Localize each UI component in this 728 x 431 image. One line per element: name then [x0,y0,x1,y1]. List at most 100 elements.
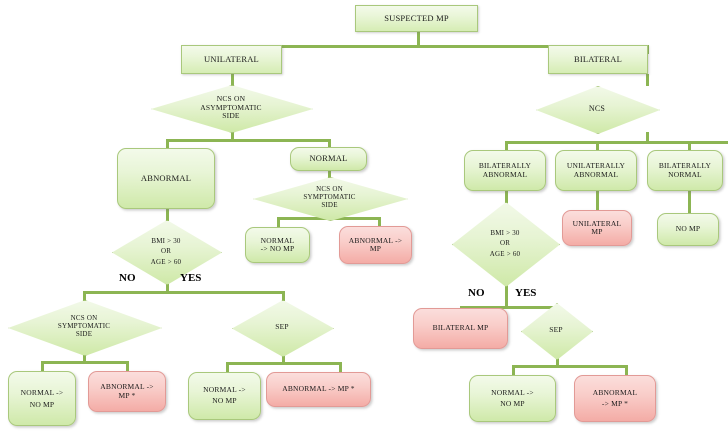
edge-sep-right-split [512,365,628,368]
node-unilaterally-abnormal[interactable]: UNILATERALLY ABNORMAL [555,150,637,191]
line-2: MP * [118,390,136,400]
node-ncs-symptomatic-side-top[interactable]: NCS ON SYMPTOMATIC SIDE [253,177,408,221]
line-2: SYMPTOMATIC [303,193,356,202]
edge-unilateral-ncs [231,74,234,86]
node-bmi-age-right[interactable]: BMI > 30 OR AGE > 60 [452,202,560,287]
node-ncs-right[interactable]: NCS [536,86,660,134]
edge-to-abnormal-mp-bm [339,362,342,372]
line-2: NORMAL [668,169,702,179]
node-abnormal-left[interactable]: ABNORMAL [117,148,215,209]
node-label-block: NCS ON SYMPTOMATIC SIDE [300,185,358,209]
node-label: SUSPECTED MP [384,12,449,23]
edge-abnormal-bmi [166,209,169,221]
node-label-block: ABNORMAL -> MP * [590,388,641,410]
line-1: UNILATERALLY [566,161,626,171]
edge-bmi-left-down [166,283,169,292]
node-label: BILATERAL [573,53,623,64]
node-label: ABNORMAL -> MP * [282,384,355,394]
line-1: ABNORMAL -> [348,235,403,245]
node-ncs-asymptomatic-side[interactable]: NCS ON ASYMPTOMATIC SIDE [151,85,313,133]
line-2: NO MP [29,399,55,409]
node-bilaterally-normal[interactable]: BILATERALLY NORMAL [647,150,723,191]
edge-bmi-left-split [83,291,284,294]
branch-label-no-left: NO [119,272,136,284]
node-abnormal-mp-top[interactable]: ABNORMAL -> MP [339,226,412,264]
node-normal-no-mp-bottom-left[interactable]: NORMAL -> NO MP [8,371,76,426]
edge-sep-left-down [282,355,285,363]
edge-bmi-yes-left [282,291,285,301]
edge-to-abnormal-mp-top [378,217,381,226]
edge-bmi-right-split [460,306,559,309]
node-sep-right[interactable]: SEP [521,303,593,360]
node-unilateral[interactable]: UNILATERAL [181,45,282,74]
line-1: NCS ON [216,94,246,104]
line-2: SYMPTOMATIC [57,322,111,331]
node-bilateral-mp[interactable]: BILATERAL MP [413,308,508,349]
node-label: BILATERAL MP [432,323,489,333]
line-2: -> NO MP [260,244,295,253]
branch-label-yes-left: YES [180,272,202,284]
edge-to-abnormal-mp-br [625,365,628,375]
node-normal-no-mp-top[interactable]: NORMAL -> NO MP [245,227,310,263]
edge-ncsasym-split [166,139,331,142]
node-normal-no-mp-bottom-right[interactable]: NORMAL -> NO MP [469,375,556,422]
line-1: ABNORMAL [592,387,638,397]
node-abnormal-mp-star-bottom-right[interactable]: ABNORMAL -> MP * [574,375,656,422]
line-3: SIDE [321,200,338,209]
edge-ncssym-bot-down [83,354,86,362]
edge-bmi-no-left [83,291,86,301]
edge-ncsasym-down [231,130,234,140]
node-suspected-mp[interactable]: SUSPECTED MP [355,5,478,32]
node-abnormal-mp-star-bottom-left[interactable]: ABNORMAL -> MP * [88,371,166,412]
line-1: NORMAL -> [203,385,246,395]
node-bmi-age-left[interactable]: BMI > 30 OR AGE > 60 [112,220,222,285]
node-label-block: UNILATERALLY ABNORMAL [564,161,628,179]
branch-label-yes-right: YES [515,287,537,299]
node-label: NCS [588,103,606,113]
node-no-mp-right[interactable]: NO MP [657,213,719,246]
node-label-block: BMI > 30 OR AGE > 60 [487,228,523,260]
line-2: OR [160,247,172,256]
node-label-block: ABNORMAL -> MP [346,235,405,254]
edge-normal-ncssym [328,170,331,178]
edge-to-abnormal-mp-bl [126,361,129,371]
node-normal-left[interactable]: NORMAL [290,147,367,171]
edge-bmi-right-down [505,285,508,307]
line-1: ABNORMAL -> [100,382,154,392]
edge-bilateral-ncs [646,74,649,86]
branch-label-no-right: NO [468,287,485,299]
edge-ncsright-split [505,141,728,144]
edge-to-normal-left [328,139,331,147]
line-1: NCS ON [316,185,343,194]
node-abnormal-mp-star-bottom-middle[interactable]: ABNORMAL -> MP * [266,372,371,407]
edge-to-bilaterally-normal [688,141,691,151]
node-label: UNILATERAL [204,53,259,64]
node-label-block: NORMAL -> NO MP [18,387,67,411]
line-3: AGE > 60 [150,257,182,266]
node-ncs-symptomatic-side-bottom[interactable]: NCS ON SYMPTOMATIC SIDE [8,300,162,356]
node-unilateral-mp[interactable]: UNILATERAL MP [562,210,632,246]
node-bilaterally-abnormal[interactable]: BILATERALLY ABNORMAL [464,150,546,191]
edge-to-abnormal-left [166,139,169,149]
edge-unilat-abn-mp [596,191,599,210]
node-normal-no-mp-bottom-middle[interactable]: NORMAL -> NO MP [188,372,261,420]
node-label-block: BILATERALLY NORMAL [656,161,714,179]
node-label-block: NORMAL -> NO MP [258,236,298,254]
node-label: ABNORMAL [140,172,192,183]
node-label-block: ABNORMAL -> MP * [97,382,156,400]
edge-to-normal-nomp-bm [226,362,229,372]
node-bilateral[interactable]: BILATERAL [548,45,648,74]
node-label-block: NCS ON SYMPTOMATIC SIDE [55,314,113,338]
edge-to-bilaterally-abnormal [505,141,508,151]
line-2: ABNORMAL [573,169,619,179]
node-sep-left[interactable]: SEP [232,300,334,357]
edge-root-down [417,32,420,46]
node-label-block: BMI > 30 OR AGE > 60 [148,236,184,266]
node-label-block: UNILATERAL MP [570,219,625,237]
edge-to-normal-nomp-br [512,365,515,375]
node-label: NO MP [675,224,701,234]
edge-to-normal-nomp-top [277,217,280,227]
edge-sep-left-split [226,362,341,365]
line-1: NORMAL -> [20,387,64,397]
